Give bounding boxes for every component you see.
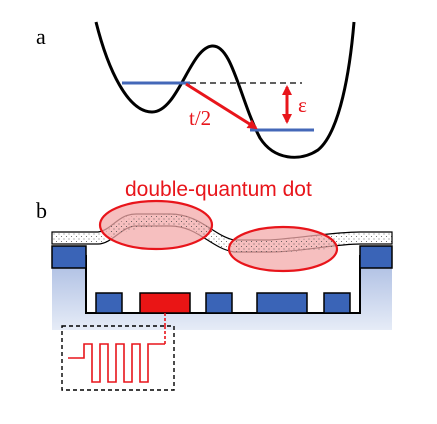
gate-electrode-row — [95, 292, 351, 314]
left-dot-band — [108, 214, 210, 236]
double-well-potential-curve — [94, 21, 356, 159]
gate-electrode — [95, 292, 123, 314]
tunnel-coupling-arrow — [185, 82, 258, 130]
tunnel-coupling-label: t/2 — [189, 106, 211, 130]
meander-resonator-icon — [68, 343, 165, 383]
left-contact-pad — [51, 245, 87, 269]
gate-electrode-red — [139, 292, 191, 314]
gate-electrode — [205, 292, 233, 314]
right-contact-pad — [359, 245, 393, 269]
panel-b-label: b — [36, 198, 47, 223]
panel-b: double-quantum dot b — [36, 178, 393, 391]
gate-electrode — [323, 292, 351, 314]
panel-a-label: a — [36, 24, 46, 49]
gate-electrode — [256, 292, 308, 314]
right-dot-band — [232, 236, 336, 252]
double-quantum-dot-title: double-quantum dot — [125, 178, 312, 201]
panel-a: a t/2 ε — [36, 21, 356, 159]
resonator-box — [61, 325, 175, 391]
detuning-label: ε — [298, 93, 307, 117]
